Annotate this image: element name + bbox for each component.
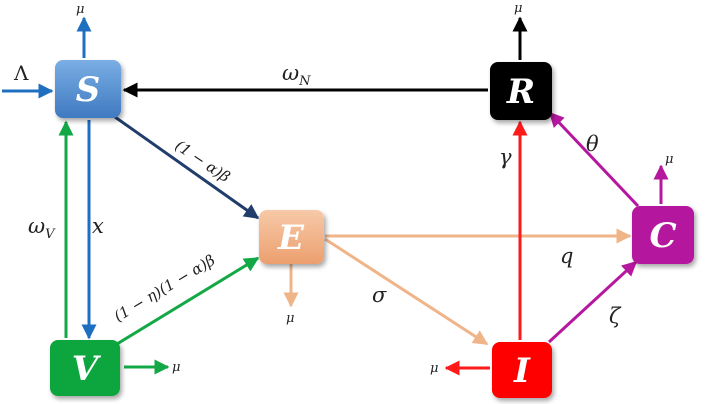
svg-text:V: V xyxy=(72,349,102,389)
node-S: S xyxy=(55,60,121,118)
svg-text:I: I xyxy=(513,351,531,391)
vaccination-label: x xyxy=(92,214,104,238)
E-to-I-arrow xyxy=(324,237,489,346)
node-C: C xyxy=(632,206,694,264)
svg-text:E: E xyxy=(277,218,305,258)
waning-recovered-label: ωN xyxy=(282,61,311,89)
recruitment-label: Λ xyxy=(13,61,29,85)
E-to-I-label: σ xyxy=(372,283,387,307)
svg-text:R: R xyxy=(506,72,535,112)
E-mortality-label: μ xyxy=(286,311,294,326)
V-mortality-label: μ xyxy=(172,360,180,375)
svg-text:C: C xyxy=(649,216,676,256)
node-R: R xyxy=(490,62,552,120)
I-to-C-label: ζ xyxy=(609,304,622,328)
waning-vaccinated-label: ωV xyxy=(28,214,56,242)
E-to-C-label: q xyxy=(560,244,573,268)
I-mortality-label: μ xyxy=(430,361,438,376)
node-V: V xyxy=(50,340,120,396)
svg-text:S: S xyxy=(76,70,101,110)
node-I: I xyxy=(492,342,552,398)
V-to-E-arrow xyxy=(116,256,260,346)
C-mortality-label: μ xyxy=(665,152,673,167)
recovery-I-label: γ xyxy=(499,145,512,169)
recovery-C-label: θ xyxy=(586,132,599,156)
R-mortality-label: μ xyxy=(514,1,522,16)
S-to-E-arrow xyxy=(114,115,260,220)
C-to-R-arrow xyxy=(548,111,640,208)
S-mortality-label: μ xyxy=(76,2,84,17)
I-to-C-arrow xyxy=(547,260,638,344)
node-E: E xyxy=(259,210,324,264)
